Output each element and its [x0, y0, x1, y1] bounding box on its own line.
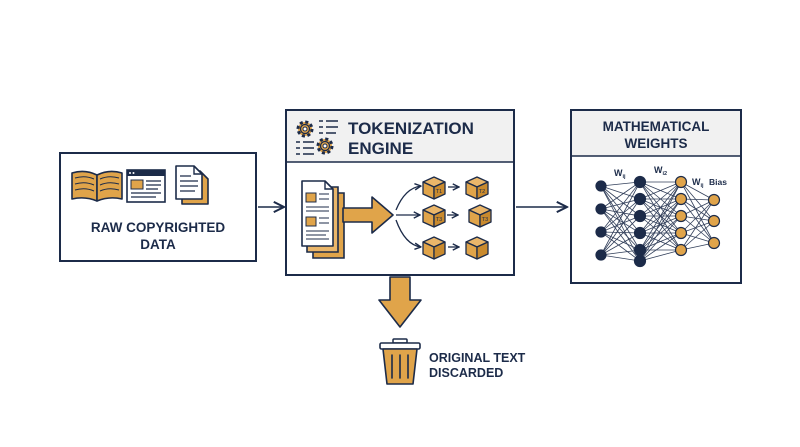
network-edge: [639, 198, 682, 251]
network-edge: [639, 181, 682, 234]
network-node: [633, 243, 647, 257]
discard-section: ORIGINAL TEXT DISCARDED: [378, 276, 526, 385]
network-node: [633, 175, 647, 189]
token-label: T2: [479, 189, 485, 195]
network-node: [633, 226, 647, 240]
engine-title-line1: TOKENIZATION: [348, 119, 474, 138]
network-edge: [680, 198, 715, 244]
trash-can-icon: [379, 338, 421, 385]
document-icon: [175, 165, 209, 205]
network-node: [595, 249, 607, 261]
bias-label: Bias: [709, 177, 727, 187]
network-edge: [680, 199, 715, 217]
network-edge: [680, 181, 715, 222]
token-split-arrows: [395, 186, 459, 247]
open-book-icon: [71, 170, 123, 202]
network-edge: [680, 198, 715, 222]
network-edge: [600, 185, 641, 217]
gears-list-icon: [296, 120, 338, 155]
network-node: [633, 254, 647, 268]
weight-label-w2: Wi2: [654, 165, 667, 177]
neural-network-diagram: [595, 175, 721, 268]
network-edge: [680, 220, 715, 251]
network-edge: [600, 185, 641, 234]
token-cube-3: [422, 204, 446, 228]
network-node: [707, 193, 721, 207]
discard-arrow-icon: [378, 276, 422, 328]
network-node: [674, 175, 688, 189]
network-edge: [639, 249, 682, 262]
weights-header: [572, 111, 740, 156]
token-label: T3: [436, 217, 442, 223]
network-edge: [600, 254, 641, 262]
network-node: [595, 180, 607, 192]
discard-label-line1: ORIGINAL TEXT: [429, 351, 526, 365]
network-edge: [639, 181, 682, 217]
weight-label-w3: Wij: [692, 177, 704, 189]
network-edge: [600, 231, 641, 234]
raw-data-title-line1: RAW COPYRIGHTED: [91, 220, 226, 235]
processing-arrow-icon: [342, 196, 394, 234]
network-edge: [600, 181, 641, 210]
weights-title-line1: MATHEMATICAL: [603, 119, 710, 134]
network-edge: [680, 199, 715, 251]
document-stack-icon: [301, 180, 345, 259]
network-edge: [600, 208, 641, 217]
network-edge: [600, 198, 641, 210]
network-edge: [600, 215, 641, 233]
raw-data-title-line2: DATA: [140, 237, 176, 252]
network-node: [707, 214, 721, 228]
network-edge: [639, 215, 682, 262]
network-node: [595, 203, 607, 215]
network-edge: [639, 232, 682, 262]
network-edge: [600, 232, 641, 256]
web-page-icon: [126, 169, 166, 203]
engine-title-line2: ENGINE: [348, 139, 413, 158]
network-edge: [639, 181, 682, 200]
network-edge: [680, 181, 715, 201]
network-node: [674, 209, 688, 223]
network-edge: [600, 181, 641, 233]
weights-title-line2: WEIGHTS: [625, 136, 688, 151]
network-node: [633, 192, 647, 206]
token-cube-1: [422, 176, 446, 200]
token-cube-6: [465, 236, 489, 260]
network-edge: [600, 215, 641, 256]
network-edge: [600, 231, 641, 251]
network-edge: [680, 181, 715, 244]
network-edge: [600, 181, 641, 256]
network-edge: [600, 249, 641, 256]
token-cube-5: [422, 236, 446, 260]
network-edge: [639, 181, 682, 251]
network-edge: [600, 198, 641, 233]
network-edge: [600, 208, 641, 234]
network-edge: [639, 215, 682, 251]
network-edge: [600, 185, 641, 262]
network-node: [674, 192, 688, 206]
token-cube-4: [468, 204, 492, 228]
network-edge: [600, 231, 641, 262]
mathematical-weights-panel: MATHEMATICAL WEIGHTS Wij Wi2 Wij Bias: [570, 109, 742, 284]
network-node: [674, 243, 688, 257]
network-edge: [680, 199, 715, 234]
token-cube-2: [465, 176, 489, 200]
network-edge: [639, 198, 682, 262]
network-edge: [600, 185, 641, 200]
raw-data-panel: RAW COPYRIGHTED DATA: [59, 152, 257, 262]
network-edge: [680, 215, 715, 244]
network-node: [595, 226, 607, 238]
weight-label-w1: Wij: [614, 168, 626, 180]
network-node: [674, 226, 688, 240]
network-edge: [600, 208, 641, 251]
token-label: T1: [436, 189, 442, 195]
network-edge: [600, 181, 641, 187]
discard-label-line2: DISCARDED: [429, 366, 503, 380]
network-node: [633, 209, 647, 223]
network-edge: [639, 181, 682, 262]
token-label: T3: [482, 217, 488, 223]
network-node: [707, 236, 721, 250]
network-edge: [600, 198, 641, 256]
tokenization-engine-panel: TOKENIZATION ENGINE T: [285, 109, 515, 276]
